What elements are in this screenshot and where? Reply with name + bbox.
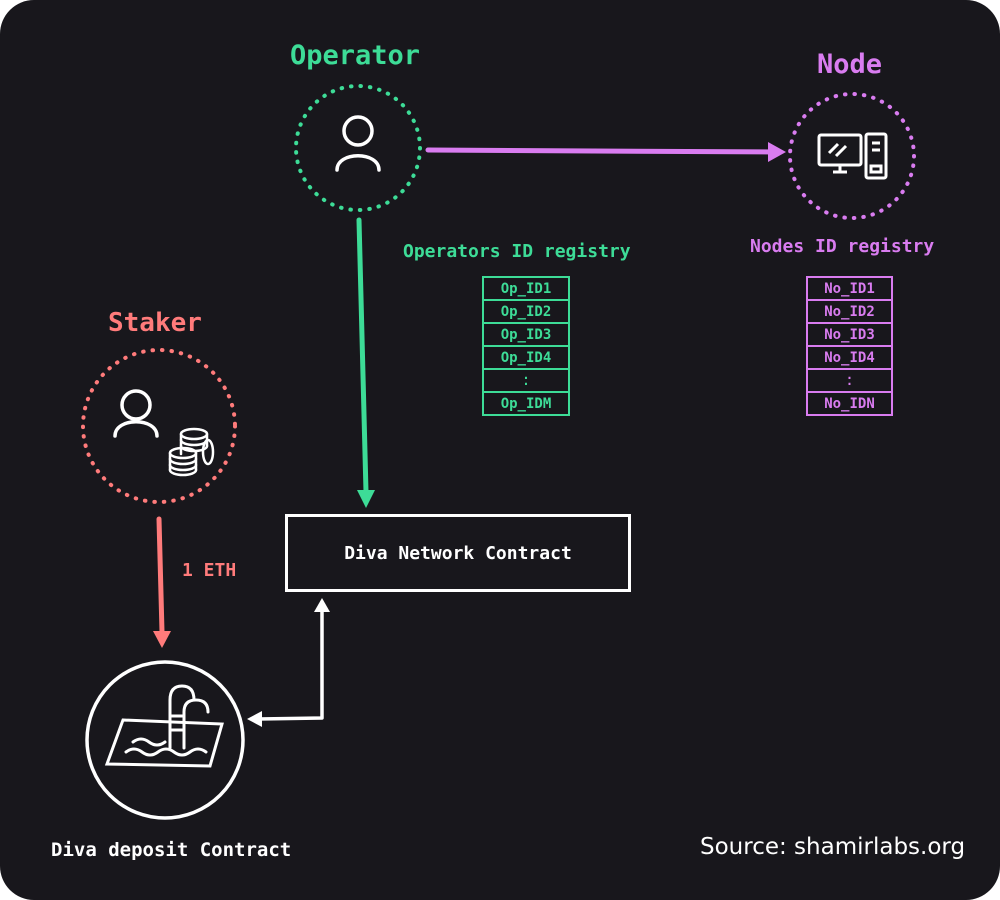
operators-registry-table: Op_ID1 Op_ID2 Op_ID3 Op_ID4 ·· Op_IDM	[482, 276, 570, 416]
network-contract-box: Diva Network Contract	[285, 514, 631, 592]
registry-row: Op_IDM	[482, 391, 570, 416]
node-dotted-circle	[788, 92, 916, 220]
operators-registry-title: Operators ID registry	[403, 241, 631, 262]
operator-dotted-circle	[294, 84, 422, 212]
deposit-circle	[85, 660, 245, 820]
computer-icon	[817, 132, 888, 180]
operator-to-contract-arrow	[356, 217, 375, 508]
registry-row: Op_ID2	[482, 299, 570, 324]
registry-row: No_ID3	[806, 322, 893, 347]
node-title: Node	[817, 49, 883, 80]
registry-row: No_ID2	[806, 299, 893, 324]
deposit-contract-node	[85, 660, 245, 820]
network-contract-label: Diva Network Contract	[344, 542, 572, 564]
staker-title: Staker	[108, 308, 202, 338]
operator-to-node-arrow	[425, 142, 786, 162]
deposit-contract-label: Diva deposit Contract	[51, 839, 292, 861]
registry-row: Op_ID1	[482, 276, 570, 301]
staker-to-deposit-arrow	[153, 516, 171, 648]
registry-row: Op_ID3	[482, 322, 570, 347]
user-with-coins-icon	[113, 389, 215, 477]
operator-title: Operator	[290, 40, 421, 71]
registry-ellipsis-row: ··	[806, 368, 893, 393]
staker-node	[81, 348, 237, 504]
node-node	[788, 92, 916, 220]
nodes-registry-table: No_ID1 No_ID2 No_ID3 No_ID4 ·· No_IDN	[806, 276, 893, 416]
registry-ellipsis-row: ··	[482, 368, 570, 393]
registry-row: No_ID4	[806, 345, 893, 370]
registry-row: Op_ID4	[482, 345, 570, 370]
pool-icon	[104, 684, 224, 768]
user-icon	[335, 115, 381, 172]
operator-node	[294, 84, 422, 212]
eth-amount-label: 1 ETH	[182, 560, 237, 581]
staker-dotted-circle	[81, 348, 237, 504]
source-label: Source: shamirlabs.org	[700, 834, 966, 860]
registry-row: No_ID1	[806, 276, 893, 301]
nodes-registry-title: Nodes ID registry	[750, 236, 935, 257]
deposit-contract-bidirectional-arrow	[247, 598, 330, 727]
registry-row: No_IDN	[806, 391, 893, 416]
